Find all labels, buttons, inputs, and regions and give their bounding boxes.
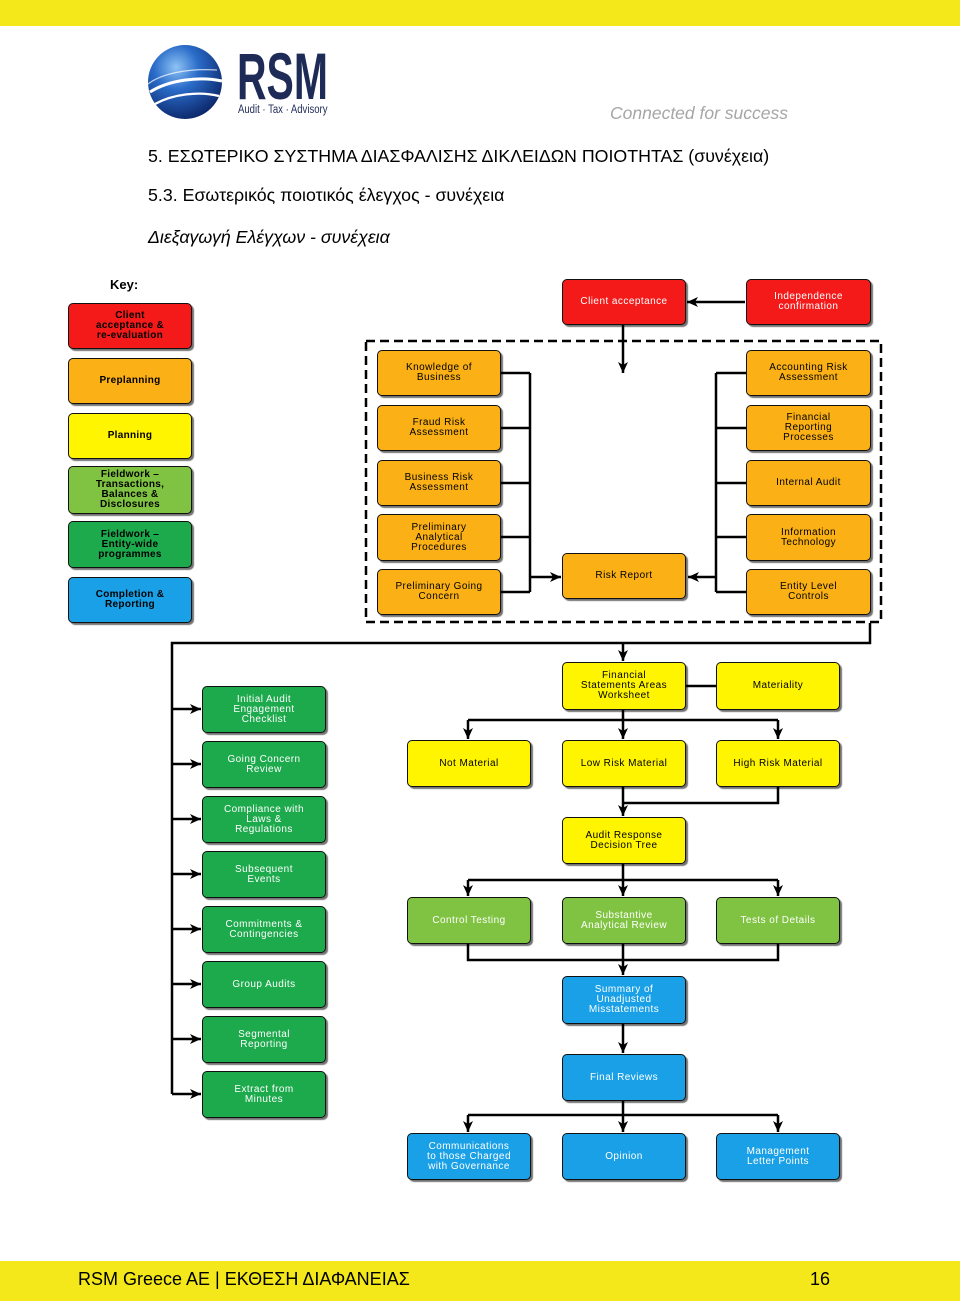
node-subsequent-events: Subsequent Events [202,851,326,898]
node-substantive-analytical-review: Substantive Analytical Review [562,897,686,944]
decision-tree-split [468,864,778,882]
key-fieldwork-entity: Fieldwork – Entity-wide programmes [68,521,192,568]
key-completion: Completion & Reporting [68,577,192,623]
node-high-risk-material: High Risk Material [716,740,840,787]
node-final-reviews: Final Reviews [562,1054,686,1101]
node-opinion: Opinion [562,1133,686,1180]
node-commitments-contingencies: Commitments & Contingencies [202,906,326,953]
node-internal-audit: Internal Audit [746,460,871,506]
node-preliminary-going-concern: Preliminary Going Concern [377,569,501,615]
brand-wordmark: RSM [237,39,328,113]
node-summary-unadjusted-misstatements: Summary of Unadjusted Misstatements [562,976,686,1024]
tests-join [466,944,780,962]
node-initial-audit-engagement-checklist: Initial Audit Engagement Checklist [202,686,326,733]
footer-bar: RSM Greece AE | ΕΚΘΕΣΗ ΔΙΑΦΑΝΕΙΑΣ 16 [0,1261,960,1301]
right-bracket [714,371,746,594]
left-bracket [501,371,532,594]
worksheet-split [468,710,778,722]
node-low-risk-material: Low Risk Material [562,740,686,787]
node-group-audits: Group Audits [202,961,326,1008]
node-preliminary-analytical-procedures: Preliminary Analytical Procedures [377,514,501,561]
node-compliance-with-laws: Compliance with Laws & Regulations [202,796,326,843]
key-planning: Planning [68,413,192,459]
key-client-acceptance: Client acceptance & re-evaluation [68,303,192,349]
node-information-technology: Information Technology [746,514,871,561]
node-tests-of-details: Tests of Details [716,897,840,944]
node-entity-level-controls: Entity Level Controls [746,569,871,615]
node-fraud-risk-assessment: Fraud Risk Assessment [377,405,501,451]
node-business-risk-assessment: Business Risk Assessment [377,460,501,506]
section-heading: 5.3. Εσωτερικός ποιοτικός έλεγχος - συνέ… [148,185,505,205]
node-financial-reporting-processes: Financial Reporting Processes [746,405,871,451]
node-fs-areas-worksheet: Financial Statements Areas Worksheet [562,662,686,710]
subsection-heading: Διεξαγωγή Ελέγχων - συνέχεια [148,227,390,247]
node-independence-confirmation: Independence confirmation [746,279,871,325]
node-management-letter-points: Management Letter Points [716,1133,840,1180]
node-not-material: Not Material [407,740,531,787]
node-accounting-risk-assessment: Accounting Risk Assessment [746,350,871,396]
page-number: 16 [810,1269,831,1289]
node-communications-governance: Communications to those Charged with Gov… [407,1133,531,1180]
key-fieldwork-transactions: Fieldwork – Transactions, Balances & Dis… [68,466,192,514]
node-control-testing: Control Testing [407,897,531,944]
node-going-concern-review: Going Concern Review [202,741,326,788]
trunk-line [170,623,872,1094]
node-materiality: Materiality [716,662,840,710]
brand-slogan: Connected for success [610,103,789,123]
node-risk-report: Risk Report [562,553,686,599]
footer-title: RSM Greece AE | ΕΚΘΕΣΗ ΔΙΑΦΑΝΕΙΑΣ [78,1269,410,1289]
key-title: Key: [110,277,139,292]
high-risk-join [623,787,780,805]
globe-icon [147,45,223,119]
node-client-acceptance: Client acceptance [562,279,686,325]
node-audit-response-decision-tree: Audit Response Decision Tree [562,817,686,864]
chapter-heading: 5. ΕΣΩΤΕΡΙΚΟ ΣΥΣΤΗΜΑ ΔΙΑΣΦΑΛΙΣΗΣ ΔΙΚΛΕΙΔ… [148,146,770,166]
node-extract-from-minutes: Extract from Minutes [202,1071,326,1118]
brand-tagline: Audit · Tax · Advisory [238,104,328,116]
node-knowledge-of-business: Knowledge of Business [377,350,501,396]
final-reviews-split [468,1101,778,1117]
node-segmental-reporting: Segmental Reporting [202,1016,326,1063]
top-accent-bar [0,0,960,26]
key-preplanning: Preplanning [68,358,192,404]
